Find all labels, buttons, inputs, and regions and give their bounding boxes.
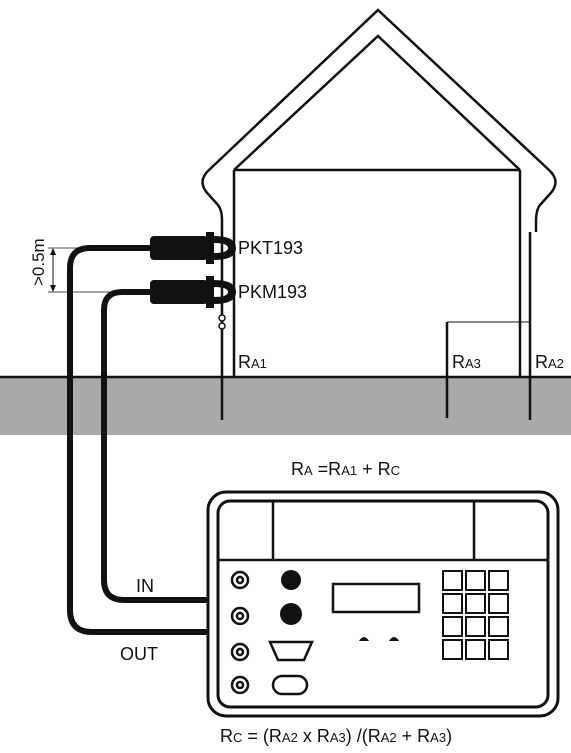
- formula-part: ) /(R: [346, 726, 381, 746]
- formula-part: A: [304, 463, 313, 478]
- formula-part: A2: [282, 730, 298, 745]
- meter-display: [331, 582, 421, 614]
- clamp-pkt193: [150, 232, 236, 264]
- formula-part: R: [291, 459, 304, 479]
- keypad-key: [488, 570, 509, 591]
- in-label: IN: [136, 576, 154, 596]
- ra3-label: RA3: [452, 352, 481, 372]
- formula-part: + R: [357, 459, 391, 479]
- keypad-key: [442, 616, 463, 637]
- keypad-key: [442, 639, 463, 660]
- keypad-key: [465, 570, 486, 591]
- meter-inner-panel: [216, 499, 550, 709]
- formula-part: A2: [381, 730, 397, 745]
- formula-part: =R: [313, 459, 342, 479]
- ra1-label: RA1: [238, 352, 267, 372]
- socket-out-plug: [280, 603, 302, 625]
- indicator-left: [359, 637, 369, 641]
- socket-column: [230, 570, 250, 695]
- clamp-pkm193: [150, 276, 236, 308]
- clamp-top-label: PKT193: [238, 238, 303, 258]
- keypad-key: [488, 593, 509, 614]
- formula-part: A3: [430, 730, 446, 745]
- formula-part: + R: [397, 726, 431, 746]
- socket-trapezoid: [268, 640, 314, 662]
- socket-in-plug: [281, 570, 301, 590]
- test-joint-lower: [218, 322, 226, 330]
- house-eave-right: [534, 194, 550, 232]
- keypad-key: [442, 570, 463, 591]
- house-roof-outer: [201, 8, 557, 196]
- formula-part: x R: [298, 726, 330, 746]
- test-joint-upper: [218, 314, 226, 322]
- formula-ra: RA =RA1 + RC: [291, 459, 400, 479]
- formula-part: A1: [341, 463, 357, 478]
- keypad-key: [488, 639, 509, 660]
- ra2-label: RA2: [535, 352, 564, 372]
- distance-arrowhead-bottom: [50, 285, 56, 292]
- formula-part: A3: [330, 730, 346, 745]
- formula-part: C: [233, 730, 242, 745]
- keypad-key: [465, 639, 486, 660]
- formula-part: = (R: [242, 726, 282, 746]
- indicator-right: [389, 637, 399, 641]
- keypad-key: [488, 616, 509, 637]
- distance-label: >0.5m: [29, 238, 48, 286]
- socket-oval: [271, 674, 309, 696]
- keypad-key: [442, 593, 463, 614]
- keypad-key: [465, 593, 486, 614]
- formula-part: C: [391, 463, 400, 478]
- clamp-bottom-label: PKM193: [238, 282, 307, 302]
- out-label: OUT: [120, 644, 158, 664]
- distance-arrowhead-top: [50, 248, 56, 255]
- formula-part: R: [220, 726, 233, 746]
- keypad-key: [465, 616, 486, 637]
- ground-strip: [0, 377, 571, 435]
- formula-part: ): [446, 726, 452, 746]
- house-eave-left: [208, 194, 224, 232]
- meter-outer-case: [206, 490, 560, 718]
- keypad: [442, 570, 509, 660]
- house-roof-inner: [233, 34, 521, 171]
- formula-rc: RC = (RA2 x RA3) /(RA2 + RA3): [220, 726, 452, 746]
